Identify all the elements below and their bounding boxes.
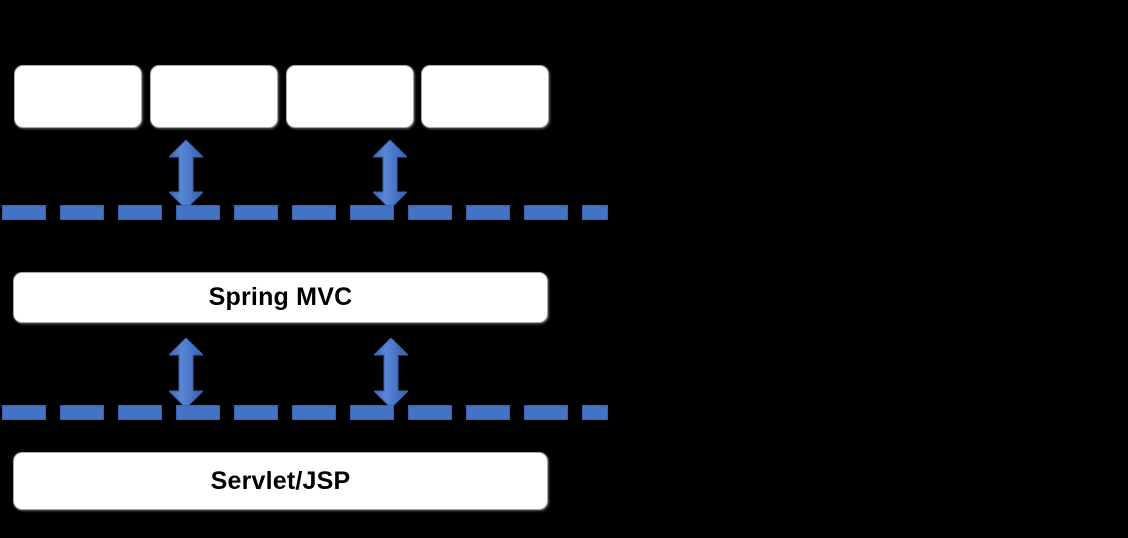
dash-segment bbox=[524, 405, 568, 420]
dash-segment bbox=[176, 405, 220, 420]
dash-segment bbox=[524, 205, 568, 220]
top-box-4[interactable] bbox=[421, 65, 549, 128]
servlet-jsp-box[interactable]: Servlet/JSP bbox=[13, 452, 548, 510]
dash-segment bbox=[234, 405, 278, 420]
dash-segment bbox=[60, 205, 104, 220]
upper-dashed-boundary bbox=[0, 205, 608, 220]
dash-segment bbox=[118, 405, 162, 420]
servlet-jsp-label: Servlet/JSP bbox=[210, 466, 351, 495]
dash-segment bbox=[408, 205, 452, 220]
dash-segment bbox=[176, 205, 220, 220]
dash-segment bbox=[466, 405, 510, 420]
dash-segment bbox=[350, 405, 394, 420]
dash-segment bbox=[60, 405, 104, 420]
spring-mvc-label: Spring MVC bbox=[208, 283, 353, 311]
top-right-arrow-icon bbox=[373, 140, 407, 209]
dash-segment bbox=[292, 205, 336, 220]
dash-segment bbox=[466, 205, 510, 220]
spring-mvc-box[interactable]: Spring MVC bbox=[13, 272, 548, 323]
dash-segment bbox=[292, 405, 336, 420]
bottom-right-arrow-icon bbox=[374, 338, 408, 408]
bottom-left-arrow-icon bbox=[169, 338, 203, 408]
top-box-1[interactable] bbox=[14, 65, 142, 128]
lower-dashed-boundary bbox=[0, 405, 608, 420]
top-box-3[interactable] bbox=[286, 65, 414, 128]
dash-segment bbox=[2, 205, 46, 220]
top-left-arrow-icon bbox=[169, 140, 203, 209]
dash-segment bbox=[582, 405, 608, 420]
dash-segment bbox=[582, 205, 608, 220]
dash-segment bbox=[234, 205, 278, 220]
dash-segment bbox=[118, 205, 162, 220]
dash-segment bbox=[2, 405, 46, 420]
dash-segment bbox=[350, 205, 394, 220]
top-box-2[interactable] bbox=[150, 65, 278, 128]
dash-segment bbox=[408, 405, 452, 420]
